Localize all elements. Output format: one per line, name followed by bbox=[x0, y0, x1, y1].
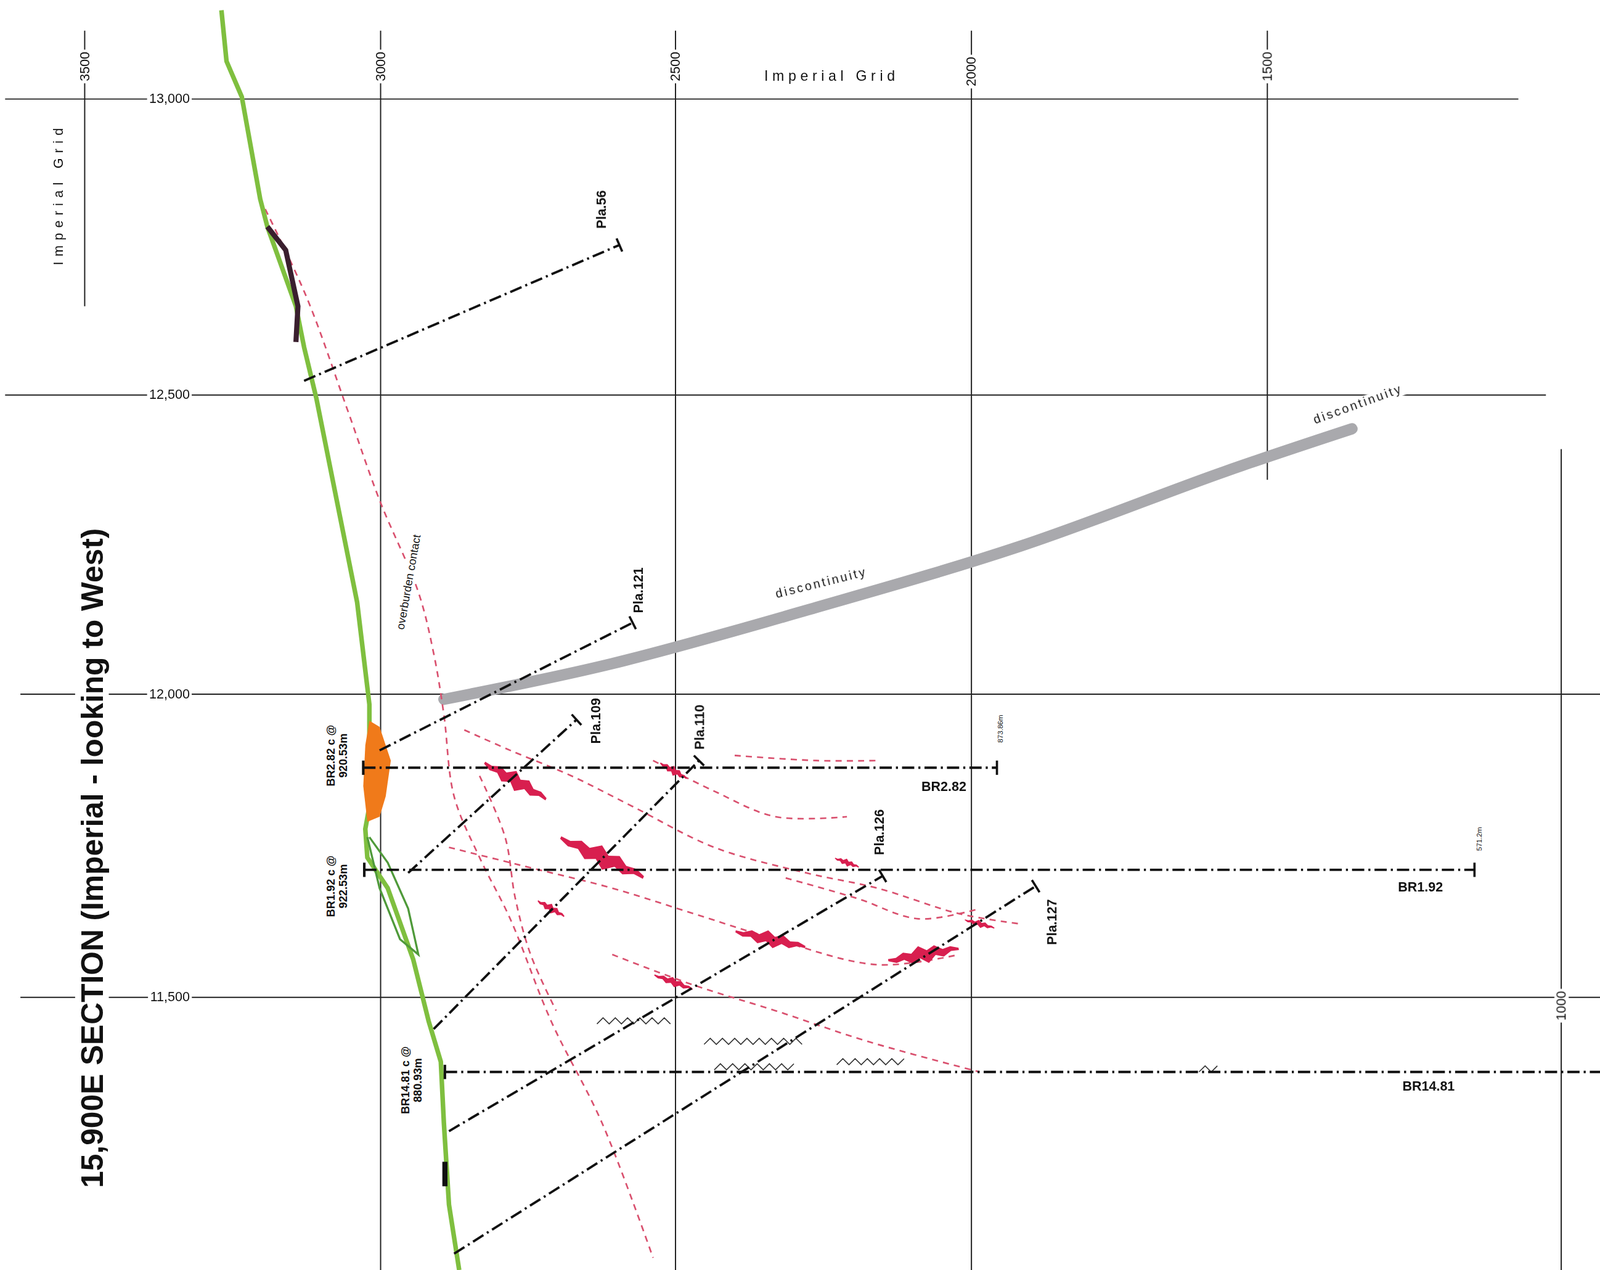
hole-label: Pla.121 bbox=[631, 565, 647, 616]
grid-easting: 3000 bbox=[373, 49, 389, 84]
shear-mark bbox=[703, 1037, 802, 1045]
collar-tick bbox=[363, 862, 366, 877]
grid-northing: 13,000 bbox=[147, 91, 192, 107]
grid-line bbox=[4, 394, 1546, 396]
structure-line bbox=[734, 755, 878, 761]
ore-zone bbox=[653, 973, 693, 990]
grid-title: Imperial Grid bbox=[762, 68, 902, 84]
ore-zone bbox=[835, 857, 860, 868]
grid-line bbox=[1560, 449, 1562, 1270]
dyke-segment bbox=[267, 226, 299, 343]
hole-end-tick bbox=[693, 755, 704, 766]
grid-line bbox=[4, 98, 1519, 100]
grid-line bbox=[380, 30, 382, 1270]
drill-hole bbox=[303, 244, 620, 381]
drill-hole bbox=[444, 1070, 1600, 1074]
hole-end-tick bbox=[995, 760, 999, 775]
discontinuity-band bbox=[443, 428, 1352, 699]
orange-body bbox=[363, 720, 391, 822]
depth-label: 873.86m bbox=[997, 712, 1006, 745]
hole-label: BR2.82 bbox=[919, 779, 969, 795]
collar-note: BR14.81 c @ 880.93m bbox=[398, 1036, 424, 1124]
drill-hole bbox=[448, 875, 883, 1131]
hole-label: Pla.110 bbox=[692, 702, 708, 752]
hole-end-tick bbox=[629, 616, 636, 630]
ore-zone bbox=[735, 930, 806, 948]
grid-easting: 3500 bbox=[77, 49, 93, 84]
hole-end-tick bbox=[571, 714, 582, 725]
drill-hole bbox=[454, 885, 1037, 1254]
hole-label: BR14.81 bbox=[1400, 1078, 1458, 1094]
section-title: 15,900E SECTION (Imperial - looking to W… bbox=[75, 525, 110, 1190]
hole-label: Pla.109 bbox=[588, 695, 604, 746]
drill-hole bbox=[363, 766, 997, 769]
ore-zone bbox=[537, 899, 565, 917]
grid-northing: 12,000 bbox=[147, 686, 192, 702]
hole-end-tick bbox=[616, 238, 622, 252]
structure-line bbox=[479, 775, 556, 1011]
structure-label: overburden contact bbox=[393, 531, 423, 633]
grid-northing: 12,500 bbox=[147, 387, 192, 403]
hole-end-tick bbox=[1473, 862, 1477, 877]
hole-end-tick bbox=[878, 869, 887, 882]
collar-note: BR2.82 c @ 920.53m bbox=[324, 711, 349, 799]
grid-title: Imperial Grid bbox=[51, 120, 67, 267]
drill-hole bbox=[364, 868, 1475, 871]
ore-zone bbox=[560, 836, 645, 879]
grid-line bbox=[970, 30, 972, 1270]
collar-tick bbox=[443, 1064, 447, 1079]
structure-label: discontinuity bbox=[1309, 382, 1407, 429]
contact-line bbox=[221, 10, 370, 738]
grid-line bbox=[20, 693, 1600, 695]
hole-label: Pla.126 bbox=[872, 806, 887, 857]
grid-easting: 1500 bbox=[1259, 49, 1275, 84]
collar-tick bbox=[361, 760, 365, 775]
contact-line bbox=[365, 806, 460, 1270]
structure-line bbox=[464, 729, 1021, 924]
grid-easting: 2500 bbox=[668, 49, 683, 84]
grid-easting: 1000 bbox=[1553, 988, 1569, 1023]
structure-line bbox=[785, 877, 980, 919]
drill-hole bbox=[408, 719, 577, 873]
grid-line bbox=[1266, 30, 1268, 481]
dyke-segment bbox=[442, 1161, 448, 1186]
drill-hole bbox=[433, 760, 699, 1030]
contact-loop bbox=[367, 836, 419, 955]
hole-end-tick bbox=[1031, 880, 1040, 893]
grid-line bbox=[20, 996, 1600, 998]
collar-note: BR1.92 c @ 922.53m bbox=[324, 841, 349, 930]
hole-label: Pla.127 bbox=[1044, 896, 1060, 947]
drill-hole bbox=[379, 622, 633, 751]
ore-zone bbox=[888, 944, 960, 964]
structure-line bbox=[448, 846, 960, 965]
hole-label: Pla.56 bbox=[594, 187, 610, 231]
structure-line bbox=[612, 954, 980, 1072]
hole-label: BR1.92 bbox=[1395, 879, 1446, 895]
structure-line bbox=[653, 760, 848, 819]
depth-label: 571.2m bbox=[1475, 825, 1484, 854]
shear-mark bbox=[836, 1058, 905, 1065]
grid-easting: 2000 bbox=[963, 54, 979, 89]
grid-northing: 11,500 bbox=[147, 989, 192, 1005]
overburden-contact bbox=[260, 199, 653, 1258]
